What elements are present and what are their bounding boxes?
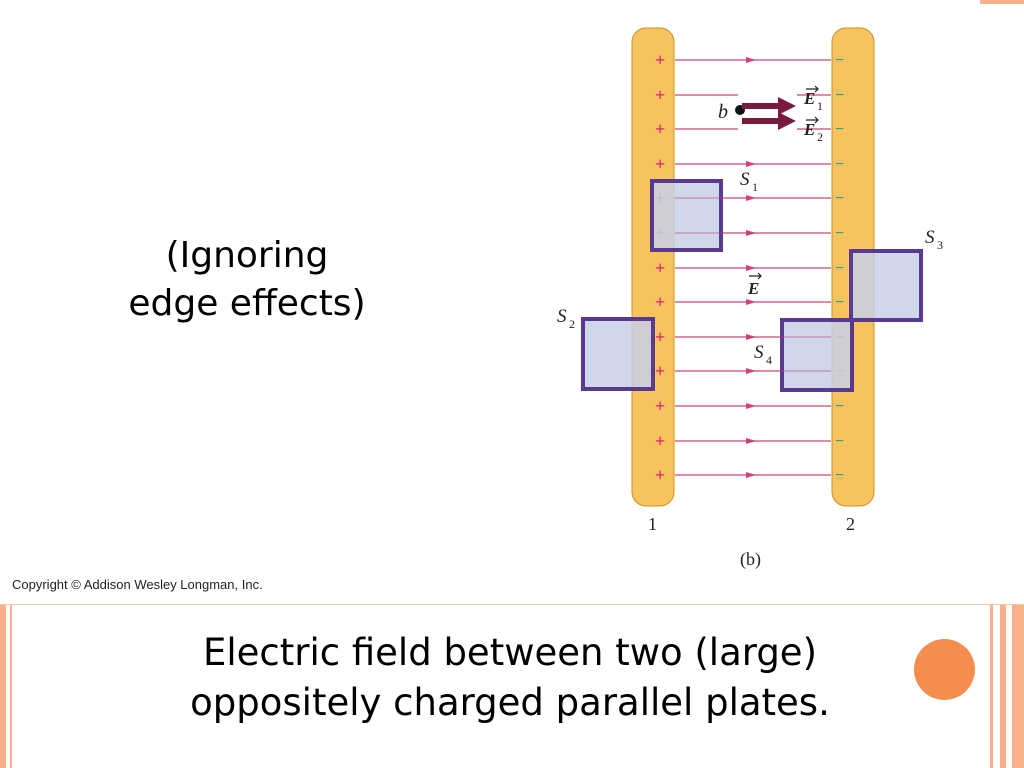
svg-text:E: E <box>803 89 815 108</box>
plus-sign: + <box>655 361 665 381</box>
parallel-plates-diagram: +++++++++++++ −−−−−−−−−−−−− b E 1 E 2 E … <box>557 27 943 570</box>
caption-line2: oppositely charged parallel plates. <box>190 681 830 724</box>
minus-sign: − <box>835 52 844 69</box>
copyright-text: Copyright © Addison Wesley Longman, Inc. <box>12 577 263 592</box>
surface-s1-label: S 1 <box>740 169 758 194</box>
bottom-left-stripe-1 <box>0 605 6 768</box>
minus-sign: − <box>835 433 844 450</box>
side-note: (Ignoring edge effects) <box>82 232 412 328</box>
svg-text:S: S <box>754 342 764 363</box>
bottom-right-stripe-3 <box>1012 605 1024 768</box>
side-note-line1: (Ignoring <box>165 235 329 276</box>
plate-2-label: 2 <box>846 514 855 534</box>
svg-text:E: E <box>747 279 759 298</box>
svg-text:2: 2 <box>569 317 575 331</box>
orange-dot-decoration <box>914 639 975 700</box>
surface-s2 <box>581 317 655 391</box>
plus-sign: + <box>655 85 665 105</box>
minus-sign: − <box>835 225 844 242</box>
plus-sign: + <box>655 119 665 139</box>
plus-sign: + <box>655 327 665 347</box>
svg-text:S: S <box>740 169 750 190</box>
svg-text:S: S <box>925 227 935 248</box>
surface-s4-label: S 4 <box>754 342 772 367</box>
svg-text:S: S <box>557 306 567 327</box>
svg-text:2: 2 <box>817 130 823 144</box>
plus-sign: + <box>655 396 665 416</box>
minus-sign: − <box>835 121 844 138</box>
side-note-line2: edge effects) <box>128 283 366 324</box>
plus-sign: + <box>655 465 665 485</box>
minus-sign: − <box>835 190 844 207</box>
point-b-label: b <box>718 101 728 123</box>
minus-sign: − <box>835 87 844 104</box>
surface-s2-label: S 2 <box>557 306 575 331</box>
plus-sign: + <box>655 154 665 174</box>
minus-sign: − <box>835 398 844 415</box>
e2-label: E 2 <box>803 116 823 144</box>
bottom-left-stripe-2 <box>10 605 12 768</box>
e1-arrow <box>742 97 796 115</box>
plate-1-label: 1 <box>648 514 657 534</box>
e2-arrow <box>742 112 796 130</box>
top-right-stripe <box>980 0 1024 4</box>
plate-1 <box>631 27 675 507</box>
caption-line1: Electric field between two (large) <box>202 631 818 674</box>
svg-text:3: 3 <box>937 238 943 252</box>
e1-label: E 1 <box>803 85 823 113</box>
field-label: E <box>747 272 762 298</box>
minus-sign: − <box>835 294 844 311</box>
slide-caption: Electric field between two (large) oppos… <box>120 628 900 728</box>
surface-s3 <box>849 249 923 322</box>
svg-text:1: 1 <box>752 180 758 194</box>
surface-s4 <box>780 318 854 392</box>
plus-sign: + <box>655 431 665 451</box>
field-lines-over-surfaces <box>675 59 831 476</box>
svg-text:4: 4 <box>766 353 772 367</box>
plus-sign: + <box>655 258 665 278</box>
panel-label: (b) <box>740 549 761 570</box>
bottom-right-stripe-1 <box>990 605 993 768</box>
surface-s3-label: S 3 <box>925 227 943 252</box>
plus-sign: + <box>655 292 665 312</box>
svg-text:1: 1 <box>817 99 823 113</box>
minus-sign: − <box>835 156 844 173</box>
surface-s1 <box>650 179 723 252</box>
minus-sign: − <box>835 467 844 484</box>
bottom-right-stripe-2 <box>1000 605 1006 768</box>
plus-sign: + <box>655 50 665 70</box>
divider-line <box>0 604 1024 605</box>
svg-text:E: E <box>803 120 815 139</box>
minus-sign: − <box>835 260 844 277</box>
